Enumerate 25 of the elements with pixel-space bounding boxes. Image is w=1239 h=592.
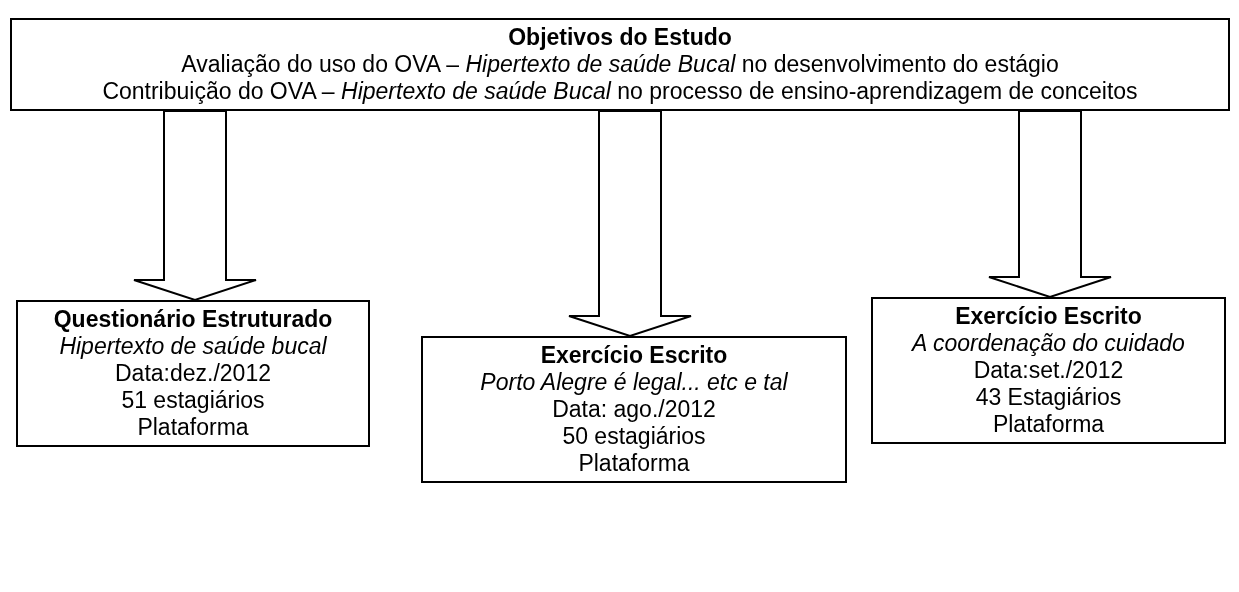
- box-text: 43 Estagiários: [974, 384, 1123, 411]
- box-heading: Objetivos do Estudo: [507, 24, 733, 51]
- box-text: Plataforma: [136, 414, 250, 441]
- box-heading: Exercício Escrito: [539, 342, 729, 369]
- text-box: [16, 300, 370, 447]
- box-text: Plataforma: [991, 411, 1106, 438]
- box-text: 51 estagiários: [120, 387, 266, 414]
- block-arrow: [988, 110, 1112, 299]
- box-text: 50 estagiários: [561, 423, 707, 450]
- text-box: [10, 18, 1230, 111]
- block-arrow: [568, 110, 692, 338]
- box-text: Data:set./2012: [972, 357, 1125, 384]
- box-text: Porto Alegre é legal... etc e tal: [479, 369, 789, 396]
- box-text: A coordenação do cuidado: [910, 330, 1186, 357]
- box-text: Avaliação do uso do OVA – Hipertexto de saúde Bucal no desenvolvimento do estágio: [180, 51, 1060, 78]
- text-box: [871, 297, 1226, 444]
- box-text: Hipertexto de saúde bucal: [58, 333, 328, 360]
- box-text: Data: ago./2012: [551, 396, 717, 423]
- box-heading: Questionário Estruturado: [52, 306, 334, 333]
- box-heading: Exercício Escrito: [954, 303, 1143, 330]
- box-text: Contribuição do OVA – Hipertexto de saúde Bucal no processo de ensino-aprendizagem de conceitos: [101, 78, 1139, 105]
- box-text: Plataforma: [577, 450, 691, 477]
- box-text: Data:dez./2012: [114, 360, 272, 387]
- text-box: [421, 336, 847, 483]
- block-arrow: [133, 110, 257, 302]
